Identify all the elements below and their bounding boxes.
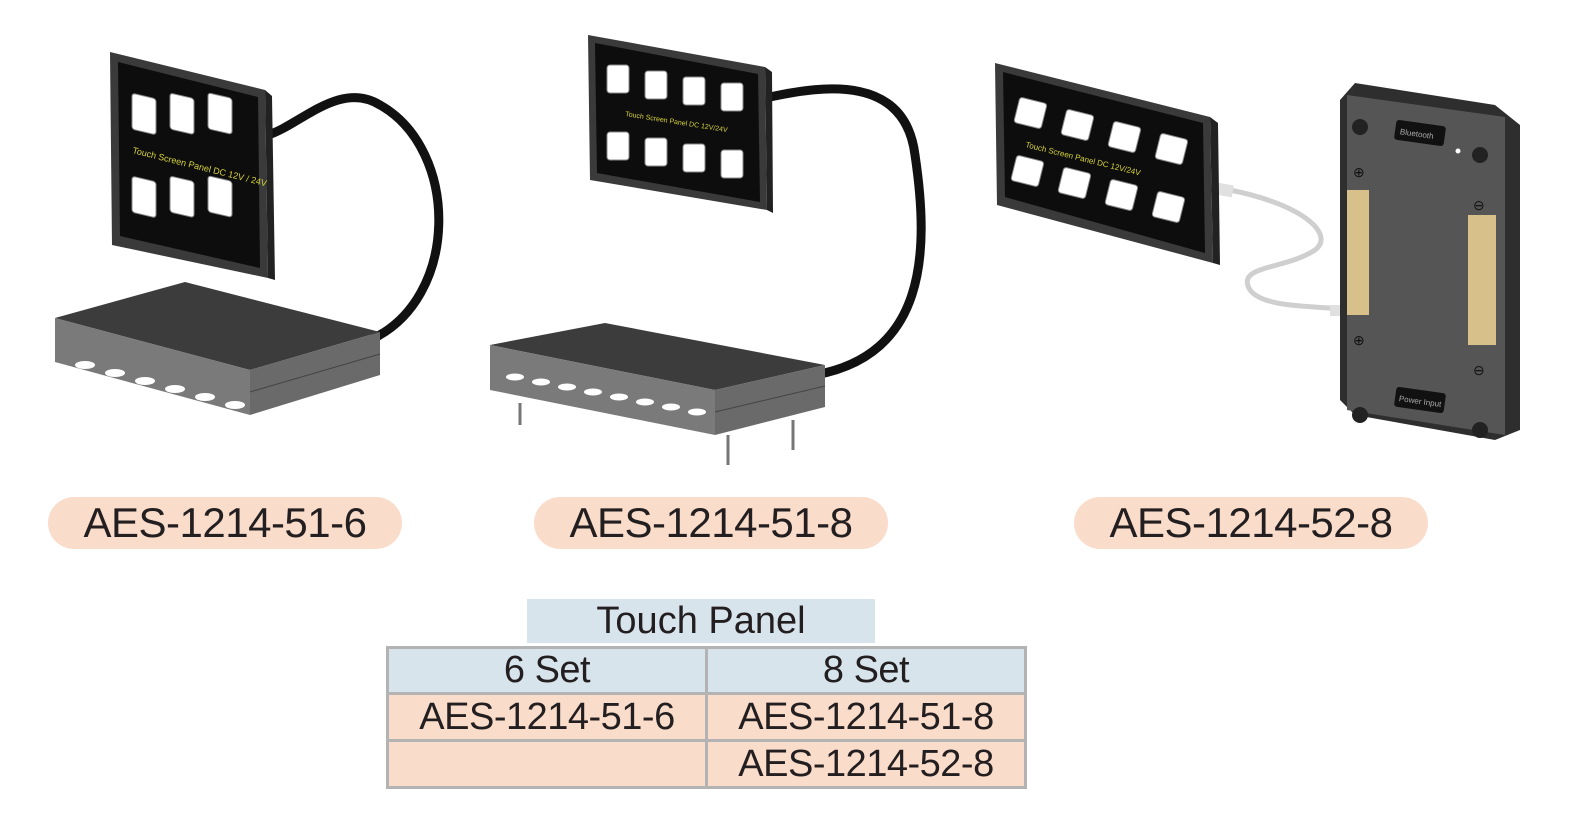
header-6-set: 6 Set [386,646,708,695]
terminal-block-right [1468,215,1496,345]
touch-panel-6: Touch Screen Panel DC 12V / 24V [110,52,275,280]
table-cell: AES-1214-51-8 [705,692,1027,742]
bluetooth-controller: Bluetooth ⊕ ⊕ ⊖ ⊖ Power Input [1340,83,1520,440]
product-illustration: Touch Screen Panel DC 12V / 24V [55,52,444,415]
table-cell [386,739,708,789]
model-label-aes-1214-51-6: AES-1214-51-6 [48,497,402,549]
minus-icon: ⊖ [1473,362,1485,378]
cable [769,84,926,380]
model-label-aes-1214-52-8: AES-1214-52-8 [1074,497,1428,549]
cable [266,93,444,345]
table-cell: AES-1214-52-8 [705,739,1027,789]
table-header-row: 6 Set 8 Set [386,646,1027,695]
plus-icon: ⊕ [1353,164,1365,180]
minus-icon: ⊖ [1473,197,1485,213]
terminal-block-left [1347,190,1369,315]
table-title: Touch Panel [527,599,875,643]
relay-box-8 [490,323,826,465]
table-cell: AES-1214-51-6 [386,692,708,742]
plus-icon: ⊕ [1353,332,1365,348]
product-image-aes-1214-52-8: Touch Screen Panel DC 12V/24V Bluetooth … [975,55,1535,445]
touch-panel-8: Touch Screen Panel DC 12V/24V [588,35,773,213]
table-row: AES-1214-52-8 [386,739,1027,789]
usb-cable [1229,187,1346,313]
touch-panel-8-bluetooth: Touch Screen Panel DC 12V/24V [995,63,1220,265]
status-led [1455,148,1461,154]
product-illustration: Touch Screen Panel DC 12V/24V [490,35,926,465]
touch-panel-table: 6 Set 8 Set AES-1214-51-6 AES-1214-51-8 … [386,646,1027,789]
product-illustration: Touch Screen Panel DC 12V/24V Bluetooth … [995,63,1520,440]
table-row: AES-1214-51-6 AES-1214-51-8 [386,692,1027,742]
product-image-aes-1214-51-8: Touch Screen Panel DC 12V/24V [485,25,965,475]
product-image-aes-1214-51-6: Touch Screen Panel DC 12V / 24V [40,40,470,460]
header-8-set: 8 Set [705,646,1027,695]
model-label-aes-1214-51-8: AES-1214-51-8 [534,497,888,549]
relay-box-6 [55,282,381,415]
